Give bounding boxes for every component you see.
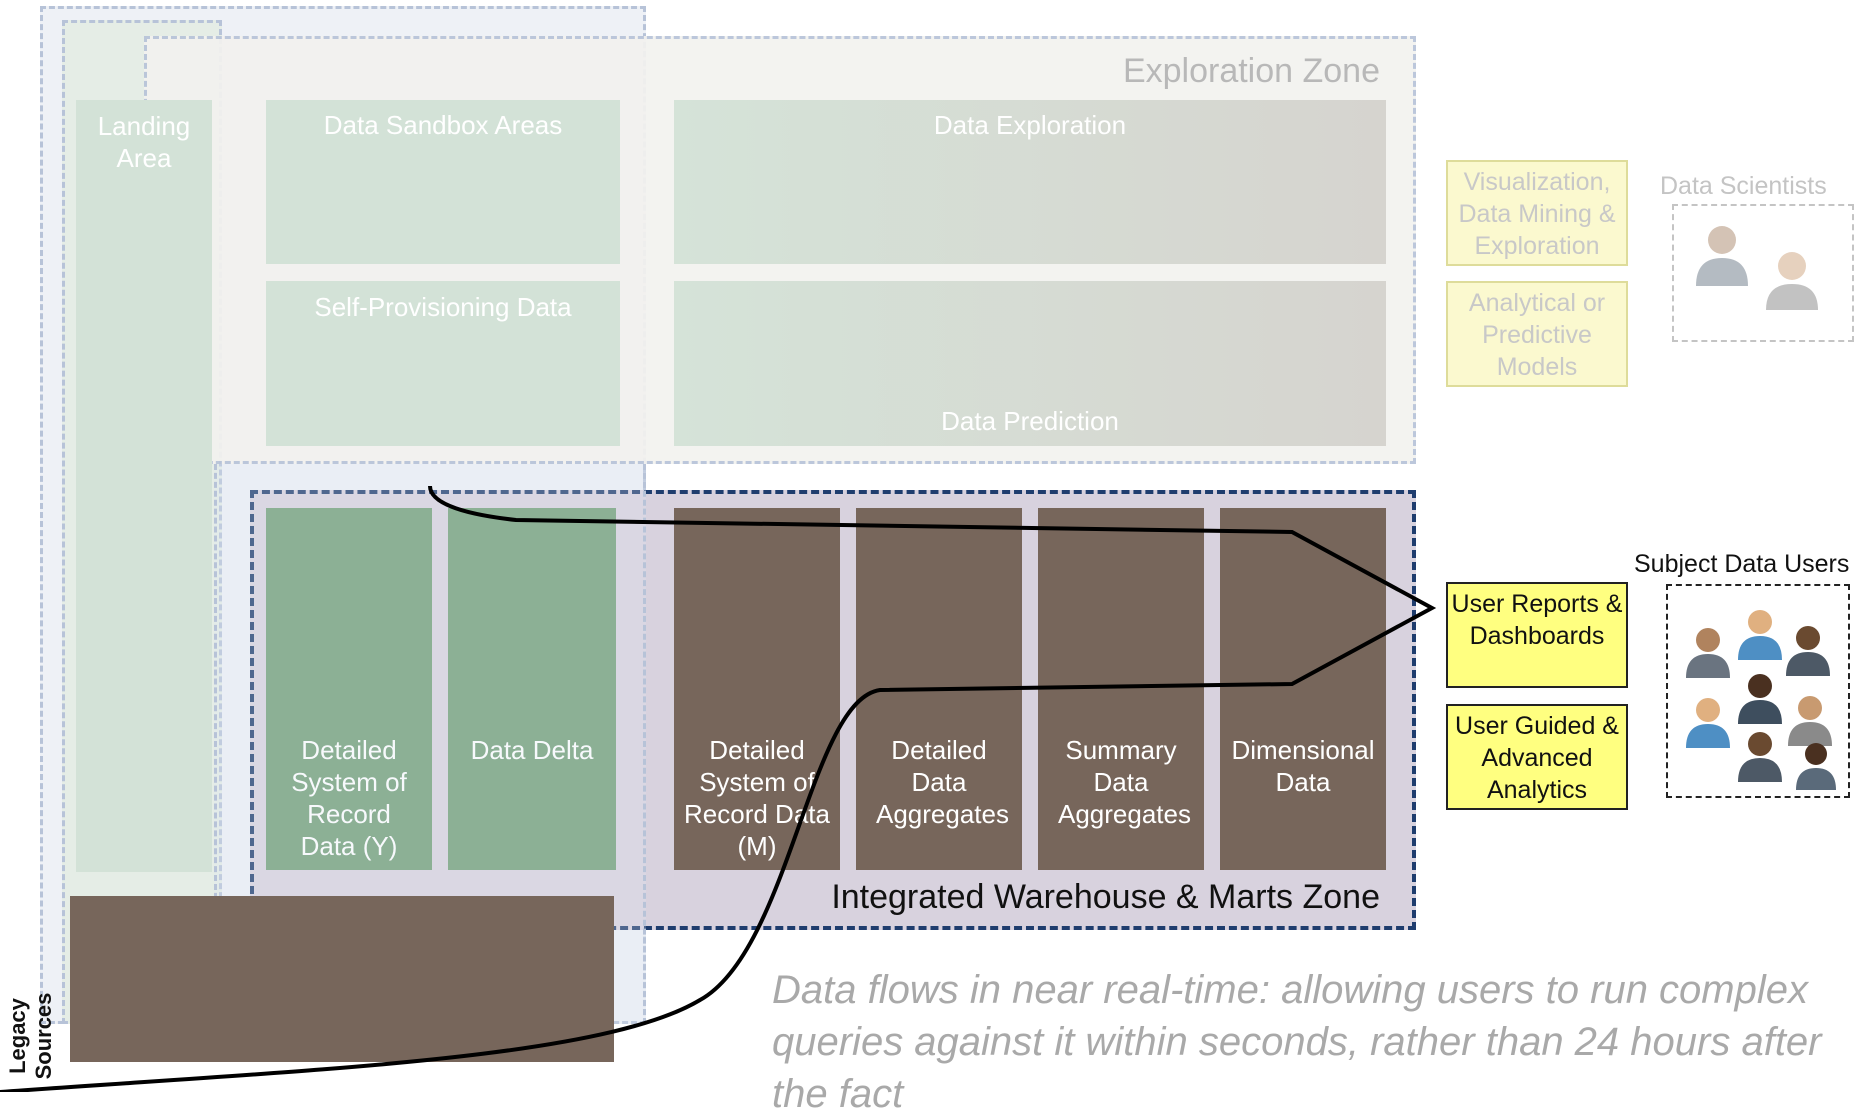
self-provisioning-box [266, 281, 620, 446]
user-reports-box: User Reports & Dashboards [1446, 582, 1628, 688]
models-box: Analytical or Predictive Models [1446, 281, 1628, 387]
column-detailed-sor-y: Detailed System of Record Data (Y) [266, 508, 432, 870]
column-label: Detailed Data Aggregates [876, 735, 1009, 829]
column-label: Detailed System of Record Data (M) [684, 735, 830, 861]
users-icon-group [1686, 610, 1836, 790]
flow-path [0, 485, 1437, 1092]
landing-area-label: Landing Area [97, 111, 191, 173]
person-icon [1738, 610, 1782, 660]
person-icon [1686, 628, 1730, 678]
data-prediction-box [674, 281, 1386, 446]
subject-data-users-label: Subject Data Users [1634, 550, 1850, 578]
legacy-sources-block [70, 896, 614, 1062]
person-icon [1788, 696, 1832, 746]
data-flow-arrow [0, 485, 1437, 1092]
person-icon [1738, 674, 1782, 724]
user-guided-box: User Guided & Advanced Analytics [1446, 704, 1628, 810]
person-icon [1696, 226, 1748, 286]
person-icon-group [1696, 226, 1818, 310]
data-exploration-box [674, 100, 1386, 264]
self-provisioning-label: Self-Provisioning Data [314, 292, 572, 322]
person-icon [1796, 743, 1836, 790]
data-exploration-label: Data Exploration [933, 110, 1127, 140]
caption-text: Data flows in near real-time: allowing u… [772, 968, 1822, 1116]
column-label: Summary Data Aggregates [1058, 735, 1191, 829]
person-icon [1738, 732, 1782, 782]
person-icon [1686, 698, 1730, 748]
column-detailed-sor-m: Detailed System of Record Data (M) [674, 508, 840, 870]
data-prediction-label: Data Prediction [941, 406, 1119, 436]
data-scientists-box [1672, 204, 1854, 342]
data-scientists-label: Data Scientists [1660, 172, 1827, 200]
landing-area [76, 100, 212, 872]
column-data-delta: Data Delta [448, 508, 616, 870]
column-label: Data Delta [470, 735, 594, 765]
data-sandbox-box [266, 100, 620, 264]
person-icon [1786, 626, 1830, 676]
person-icon [1766, 252, 1818, 310]
subject-data-users-box [1666, 584, 1850, 798]
visualization-box: Visualization, Data Mining & Exploration [1446, 160, 1628, 266]
warehouse-zone-title: Integrated Warehouse & Marts Zone [831, 878, 1380, 916]
data-sandbox-label: Data Sandbox Areas [323, 110, 563, 140]
column-label: Detailed System of Record Data (Y) [291, 735, 407, 861]
column-label: Dimensional Data [1231, 735, 1375, 797]
exploration-zone-title: Exploration Zone [1122, 52, 1380, 90]
